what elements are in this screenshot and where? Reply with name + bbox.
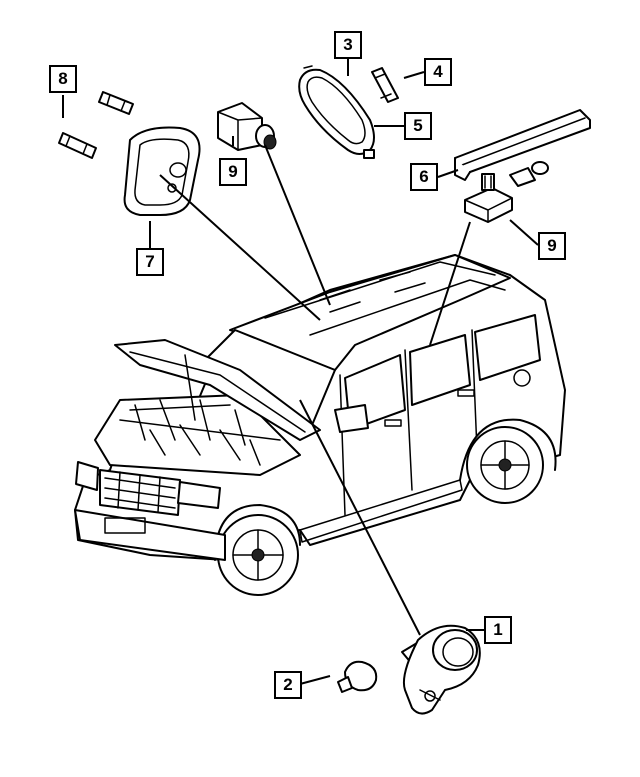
callout-1: 1 [484, 616, 512, 644]
callout-6: 6 [410, 163, 438, 191]
part-6-lamp-bar [454, 109, 591, 187]
part-8-bulbs [58, 91, 134, 159]
callout-3: 3 [334, 31, 362, 59]
leader-lines [62, 59, 539, 685]
callout-5: 5 [404, 112, 432, 140]
callout-7: 7 [136, 248, 164, 276]
callout-8: 8 [49, 65, 77, 93]
callout-4: 4 [424, 58, 452, 86]
part-1-lamp-assembly [401, 624, 481, 715]
suv-vehicle [74, 254, 566, 596]
part-2-wedge-bulb [337, 660, 378, 693]
callout-2: 2 [274, 671, 302, 699]
part-4-bulb [371, 67, 399, 103]
part-3-dome-lamp [298, 65, 375, 159]
part-9-socket-right [464, 173, 513, 223]
callout-9-upper: 9 [219, 158, 247, 186]
callout-9-right: 9 [538, 232, 566, 260]
part-9-switch-upper [217, 102, 277, 151]
